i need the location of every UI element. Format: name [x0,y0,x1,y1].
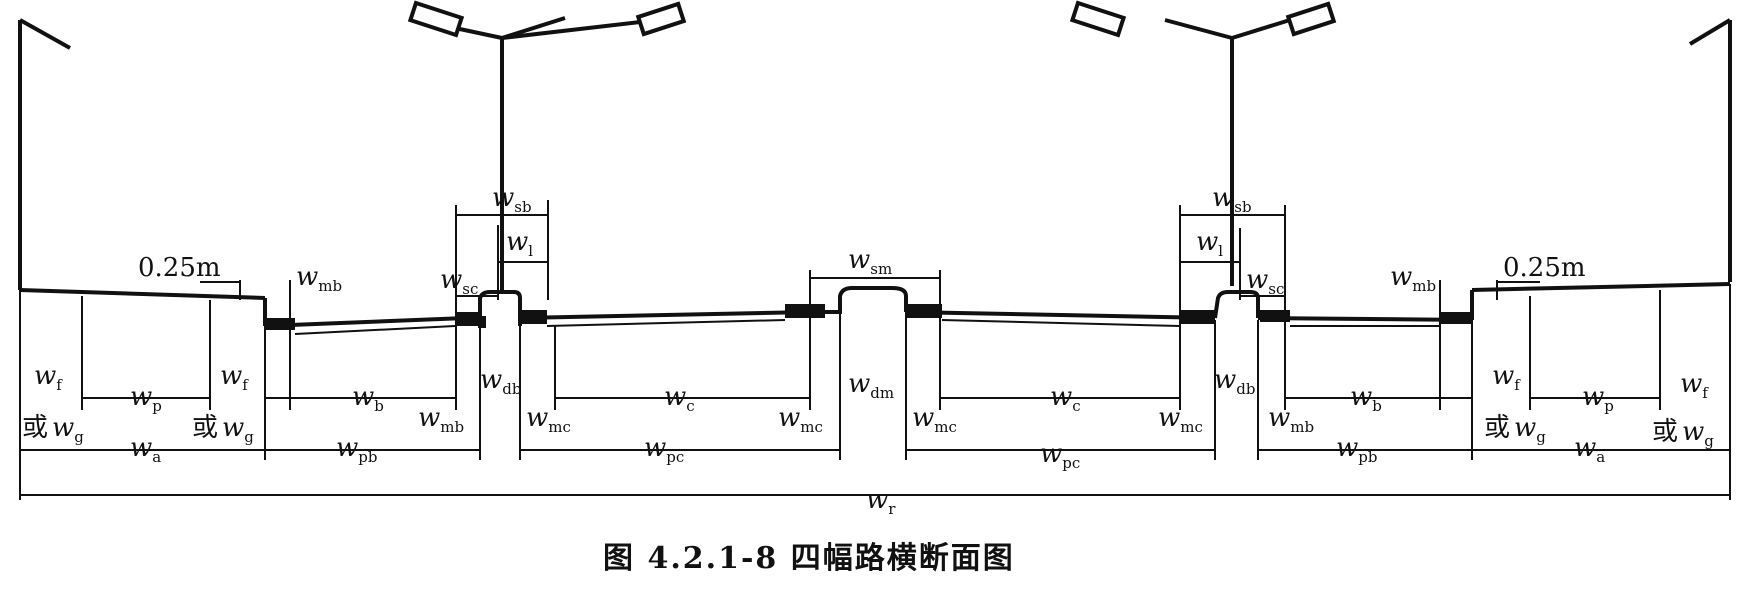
label-wf-2: wf [220,361,249,394]
label-wf-1: wf [34,361,63,394]
label-wf-3: wf [1492,361,1521,394]
label-wb-right: wb [1350,382,1382,415]
label-wdb-left: wdb [480,365,521,398]
label-wsb-left: wsb [492,183,532,216]
label-wa-left: wa [130,433,161,466]
median-light-pole-right [1069,0,1337,286]
label-wmb-bottom-left: wmb [418,403,464,436]
outer-light-pole-right [1688,18,1732,282]
label-wpc-left: wpc [644,433,684,466]
label-wmb-bottom-right: wmb [1268,403,1314,436]
label-wmc-2: wmc [778,403,823,436]
label-wmb-top-left: wmb [296,262,342,295]
label-wdm: wdm [848,369,894,402]
label-wr: wr [866,485,896,518]
label-wl-left: wl [506,227,533,260]
label-wsc-right: wsc [1246,265,1284,298]
dimension-lines [19,200,1731,500]
median-light-pole-left [407,0,687,290]
label-wmc-1: wmc [526,403,571,436]
label-wsm: wsm [848,245,892,278]
pavement-second-line [294,319,1440,335]
outer-light-pole-left [18,18,71,290]
offset-label-right: 0.25m [1503,253,1586,283]
label-offset-right: 0.25m [1503,253,1586,283]
label-wb-left: wb [352,382,384,415]
label-wpb-left: wpb [336,433,377,466]
label-wmc-3: wmc [912,403,957,436]
offset-label-left: 0.25m [138,253,221,283]
label-wa-right: wa [1574,433,1605,466]
label-wp-left: wp [130,382,162,415]
label-offset-left: 0.25m [138,253,221,283]
label-wsc-left: wsc [440,265,478,298]
label-wc-left: wc [664,382,695,415]
label-wc-right: wc [1050,382,1081,415]
label-wp-right: wp [1582,382,1614,415]
label-wpb-right: wpb [1336,433,1377,466]
label-wl-right: wl [1196,227,1223,260]
label-wmc-4: wmc [1158,403,1203,436]
label-wdb-right: wdb [1214,365,1255,398]
label-wsb-right: wsb [1212,183,1252,216]
label-wpc-right: wpc [1040,439,1080,472]
figure-caption: 图 4.2.1-8 四幅路横断面图 [603,541,1015,576]
pavement-layers [265,304,1472,330]
label-wmb-top-right: wmb [1390,262,1436,295]
label-wf-4: wf [1680,369,1709,402]
